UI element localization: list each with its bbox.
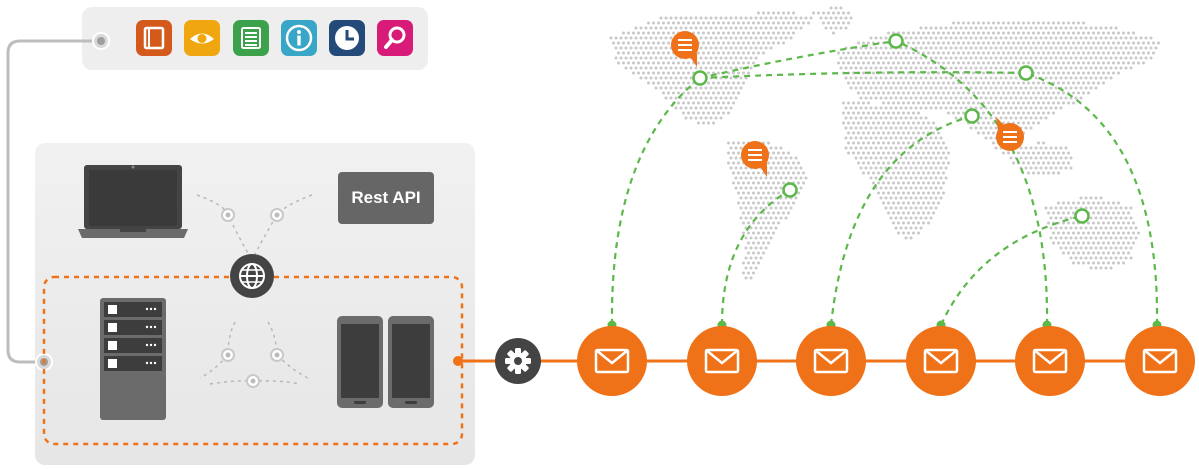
mail-node	[1125, 326, 1195, 396]
tablet-icon	[388, 316, 434, 408]
search-icon[interactable]	[377, 20, 413, 56]
server-rack-icon	[100, 298, 166, 420]
path-nodes	[221, 208, 284, 388]
chat-pins	[671, 31, 1024, 177]
eye-icon[interactable]	[184, 20, 220, 56]
location-marker[interactable]	[692, 70, 708, 86]
rest-api-label: Rest API	[351, 188, 421, 207]
route-arc	[610, 77, 701, 326]
route-arc	[940, 214, 1083, 326]
rest-api-badge: Rest API	[338, 172, 434, 224]
route-arc	[829, 114, 973, 326]
mail-node	[687, 326, 757, 396]
mail-node	[796, 326, 866, 396]
route-arcs	[607, 39, 1162, 330]
info-icon[interactable]	[281, 20, 317, 56]
toolbar-connector-dot	[97, 37, 105, 45]
route-arc	[895, 39, 1049, 326]
panel-output-node	[453, 356, 463, 366]
location-marker[interactable]	[782, 182, 798, 198]
location-marker[interactable]	[1074, 208, 1090, 224]
mail-node	[1015, 326, 1085, 396]
toolbar-connector-line	[6, 39, 101, 364]
book-icon[interactable]	[136, 20, 172, 56]
clock-icon[interactable]	[329, 20, 365, 56]
network-boundary	[42, 275, 464, 446]
list-icon[interactable]	[233, 20, 269, 56]
gear-icon	[495, 338, 541, 384]
mail-node	[577, 326, 647, 396]
globe-icon	[230, 254, 274, 298]
mail-nodes	[577, 326, 1195, 396]
location-marker[interactable]	[888, 33, 904, 49]
mail-node	[906, 326, 976, 396]
route-arc	[699, 71, 1027, 80]
tablet-icon	[337, 316, 383, 408]
location-markers	[692, 33, 1090, 224]
route-arc	[699, 39, 897, 80]
laptop-icon	[78, 165, 188, 238]
world-map	[609, 6, 1160, 280]
chat-pin-icon[interactable]	[671, 31, 699, 67]
location-marker[interactable]	[964, 108, 980, 124]
route-arc	[1025, 71, 1159, 326]
chat-pin-icon[interactable]	[996, 117, 1024, 151]
location-marker[interactable]	[1018, 65, 1034, 81]
chat-pin-icon[interactable]	[741, 141, 769, 177]
